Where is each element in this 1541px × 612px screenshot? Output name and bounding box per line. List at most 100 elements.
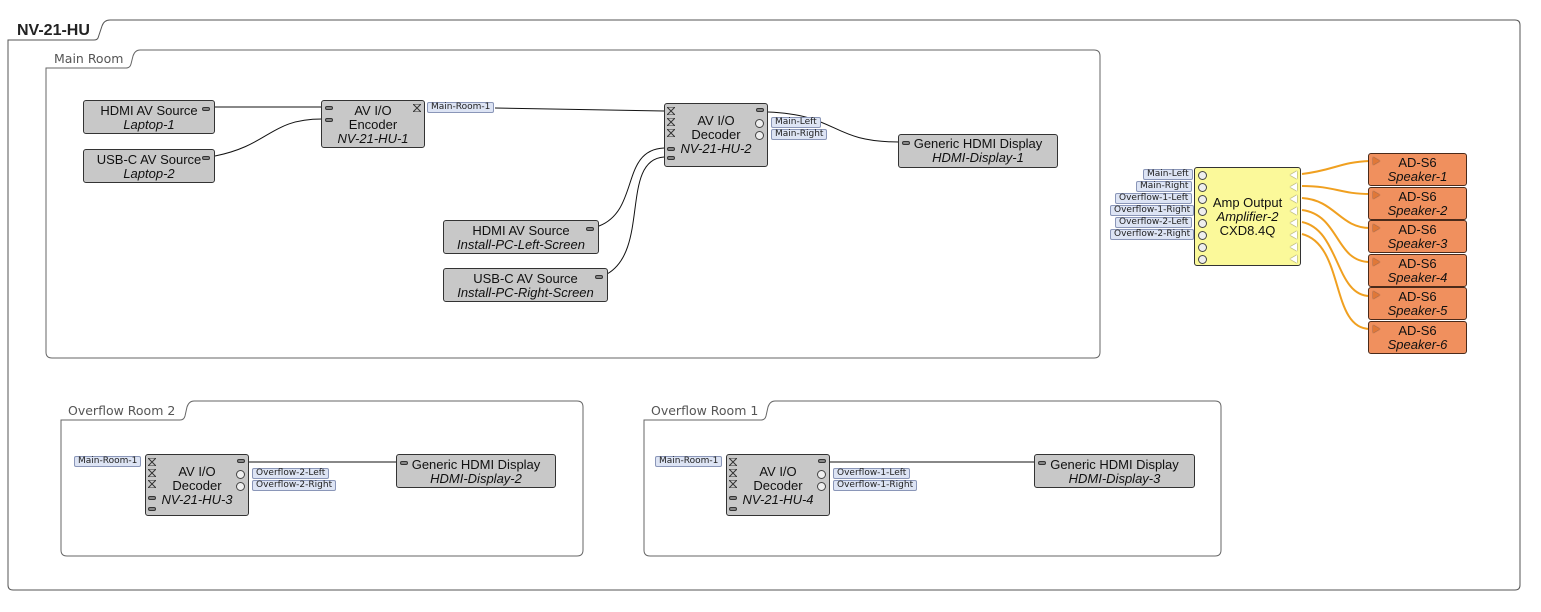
av-input-port[interactable] [1038, 461, 1046, 465]
block-type: Generic HDMI Display [1050, 457, 1179, 472]
speaker-block[interactable]: AD-S6 Speaker-1 [1368, 153, 1467, 186]
amp-input-tag[interactable]: Main-Left [1143, 169, 1193, 180]
overflow-room-2-title: Overflow Room 2 [68, 403, 176, 418]
av-input-port[interactable] [667, 156, 675, 160]
av-output-port[interactable] [756, 108, 764, 112]
ov2-left-tag[interactable]: Overflow-2-Left [252, 468, 330, 479]
stream-input-port[interactable] [729, 469, 737, 477]
speaker-block[interactable]: AD-S6 Speaker-3 [1368, 220, 1467, 253]
block-type: Generic HDMI Display [411, 457, 541, 472]
ov2-right-tag[interactable]: Overflow-2-Right [252, 480, 337, 491]
amp-input-tag[interactable]: Overflow-1-Right [1110, 205, 1195, 216]
wire-amp-speaker-6 [1301, 233, 1371, 330]
av-input-port[interactable] [400, 461, 408, 465]
speaker-input-port[interactable] [1373, 157, 1380, 165]
wire-installleft-decoder [598, 147, 665, 227]
amp-input-tag[interactable]: Overflow-2-Left [1115, 217, 1193, 228]
wire-installright-decoder [606, 156, 665, 275]
stream-input-port[interactable] [148, 469, 156, 477]
speaker-output-port[interactable] [1290, 255, 1297, 263]
ov2-stream-tag[interactable]: Main-Room-1 [74, 456, 142, 467]
amp-input-port[interactable] [1198, 231, 1207, 240]
av-input-port[interactable] [667, 147, 675, 151]
wire-amp-speaker-4 [1301, 209, 1371, 263]
stream-input-port[interactable] [667, 107, 675, 115]
amp-input-tag[interactable]: Overflow-1-Left [1115, 193, 1193, 204]
amp-input-port[interactable] [1198, 171, 1207, 180]
av-input-port[interactable] [325, 106, 333, 110]
stream-input-port[interactable] [729, 480, 737, 488]
stream-input-port[interactable] [667, 118, 675, 126]
speaker-output-port[interactable] [1290, 231, 1297, 239]
speaker-output-port[interactable] [1290, 183, 1297, 191]
speaker-input-port[interactable] [1373, 325, 1380, 333]
stream-output-port[interactable] [413, 104, 421, 112]
speaker-output-port[interactable] [1290, 171, 1297, 179]
speaker-input-port[interactable] [1373, 291, 1380, 299]
audio-output-port[interactable] [755, 131, 764, 140]
amp-input-port[interactable] [1198, 219, 1207, 228]
amp-input-port[interactable] [1198, 195, 1207, 204]
av-input-port[interactable] [729, 496, 737, 500]
av-io-decoder-block[interactable]: AV I/O Decoder NV-21-HU-4 [726, 454, 830, 516]
audio-output-port[interactable] [236, 482, 245, 491]
speaker-block[interactable]: AD-S6 Speaker-2 [1368, 187, 1467, 220]
av-io-encoder-block[interactable]: AV I/O Encoder NV-21-HU-1 [321, 100, 425, 148]
speaker-input-port[interactable] [1373, 258, 1380, 266]
encoder-stream-tag[interactable]: Main-Room-1 [427, 102, 495, 113]
amp-input-tag[interactable]: Main-Right [1136, 181, 1193, 192]
av-output-port[interactable] [818, 459, 826, 463]
audio-output-port[interactable] [817, 482, 826, 491]
decoder-right-tag[interactable]: Main-Right [771, 129, 828, 140]
speaker-output-port[interactable] [1290, 243, 1297, 251]
av-output-port[interactable] [595, 275, 603, 279]
av-input-port[interactable] [148, 507, 156, 511]
amp-input-port[interactable] [1198, 183, 1207, 192]
av-io-decoder-block[interactable]: AV I/O Decoder NV-21-HU-2 [664, 103, 768, 167]
speaker-model: AD-S6 [1398, 155, 1437, 170]
av-output-port[interactable] [237, 459, 245, 463]
av-input-port[interactable] [325, 118, 333, 122]
stream-input-port[interactable] [148, 480, 156, 488]
hdmi-av-source-block[interactable]: HDMI AV Source Laptop-1 [83, 100, 215, 134]
av-input-port[interactable] [729, 507, 737, 511]
amp-output-block[interactable]: Amp Output Amplifier-2 CXD8.4Q [1194, 167, 1301, 266]
speaker-block[interactable]: AD-S6 Speaker-5 [1368, 287, 1467, 320]
stream-input-port[interactable] [148, 458, 156, 466]
amp-input-port[interactable] [1198, 207, 1207, 216]
ov1-right-tag[interactable]: Overflow-1-Right [833, 480, 918, 491]
audio-output-port[interactable] [236, 470, 245, 479]
av-io-decoder-block[interactable]: AV I/O Decoder NV-21-HU-3 [145, 454, 249, 516]
wire-laptop2-encoder [214, 118, 323, 157]
speaker-output-port[interactable] [1290, 195, 1297, 203]
speaker-model: AD-S6 [1398, 323, 1437, 338]
speaker-block[interactable]: AD-S6 Speaker-6 [1368, 321, 1467, 354]
audio-output-port[interactable] [817, 470, 826, 479]
stream-input-port[interactable] [729, 458, 737, 466]
av-output-port[interactable] [202, 107, 210, 111]
amp-input-tag[interactable]: Overflow-2-Right [1110, 229, 1195, 240]
speaker-input-port[interactable] [1373, 224, 1380, 232]
amp-input-port[interactable] [1198, 255, 1207, 264]
av-output-port[interactable] [202, 156, 210, 160]
stream-input-port[interactable] [667, 129, 675, 137]
av-output-port[interactable] [586, 227, 594, 231]
speaker-block[interactable]: AD-S6 Speaker-4 [1368, 254, 1467, 287]
generic-hdmi-display-block[interactable]: Generic HDMI Display HDMI-Display-2 [396, 454, 556, 488]
usbc-av-source-block[interactable]: USB-C AV Source Install-PC-Right-Screen [443, 268, 608, 302]
decoder-left-tag[interactable]: Main-Left [771, 117, 821, 128]
usbc-av-source-block[interactable]: USB-C AV Source Laptop-2 [83, 149, 215, 183]
ov1-stream-tag[interactable]: Main-Room-1 [655, 456, 723, 467]
av-input-port[interactable] [148, 496, 156, 500]
generic-hdmi-display-block[interactable]: Generic HDMI Display HDMI-Display-1 [898, 134, 1058, 168]
amp-input-port[interactable] [1198, 243, 1207, 252]
generic-hdmi-display-block[interactable]: Generic HDMI Display HDMI-Display-3 [1034, 454, 1195, 488]
speaker-model: AD-S6 [1398, 222, 1437, 237]
speaker-output-port[interactable] [1290, 219, 1297, 227]
hdmi-av-source-block[interactable]: HDMI AV Source Install-PC-Left-Screen [443, 220, 599, 254]
ov1-left-tag[interactable]: Overflow-1-Left [833, 468, 911, 479]
speaker-input-port[interactable] [1373, 191, 1380, 199]
audio-output-port[interactable] [755, 119, 764, 128]
speaker-output-port[interactable] [1290, 207, 1297, 215]
av-input-port[interactable] [902, 141, 910, 145]
